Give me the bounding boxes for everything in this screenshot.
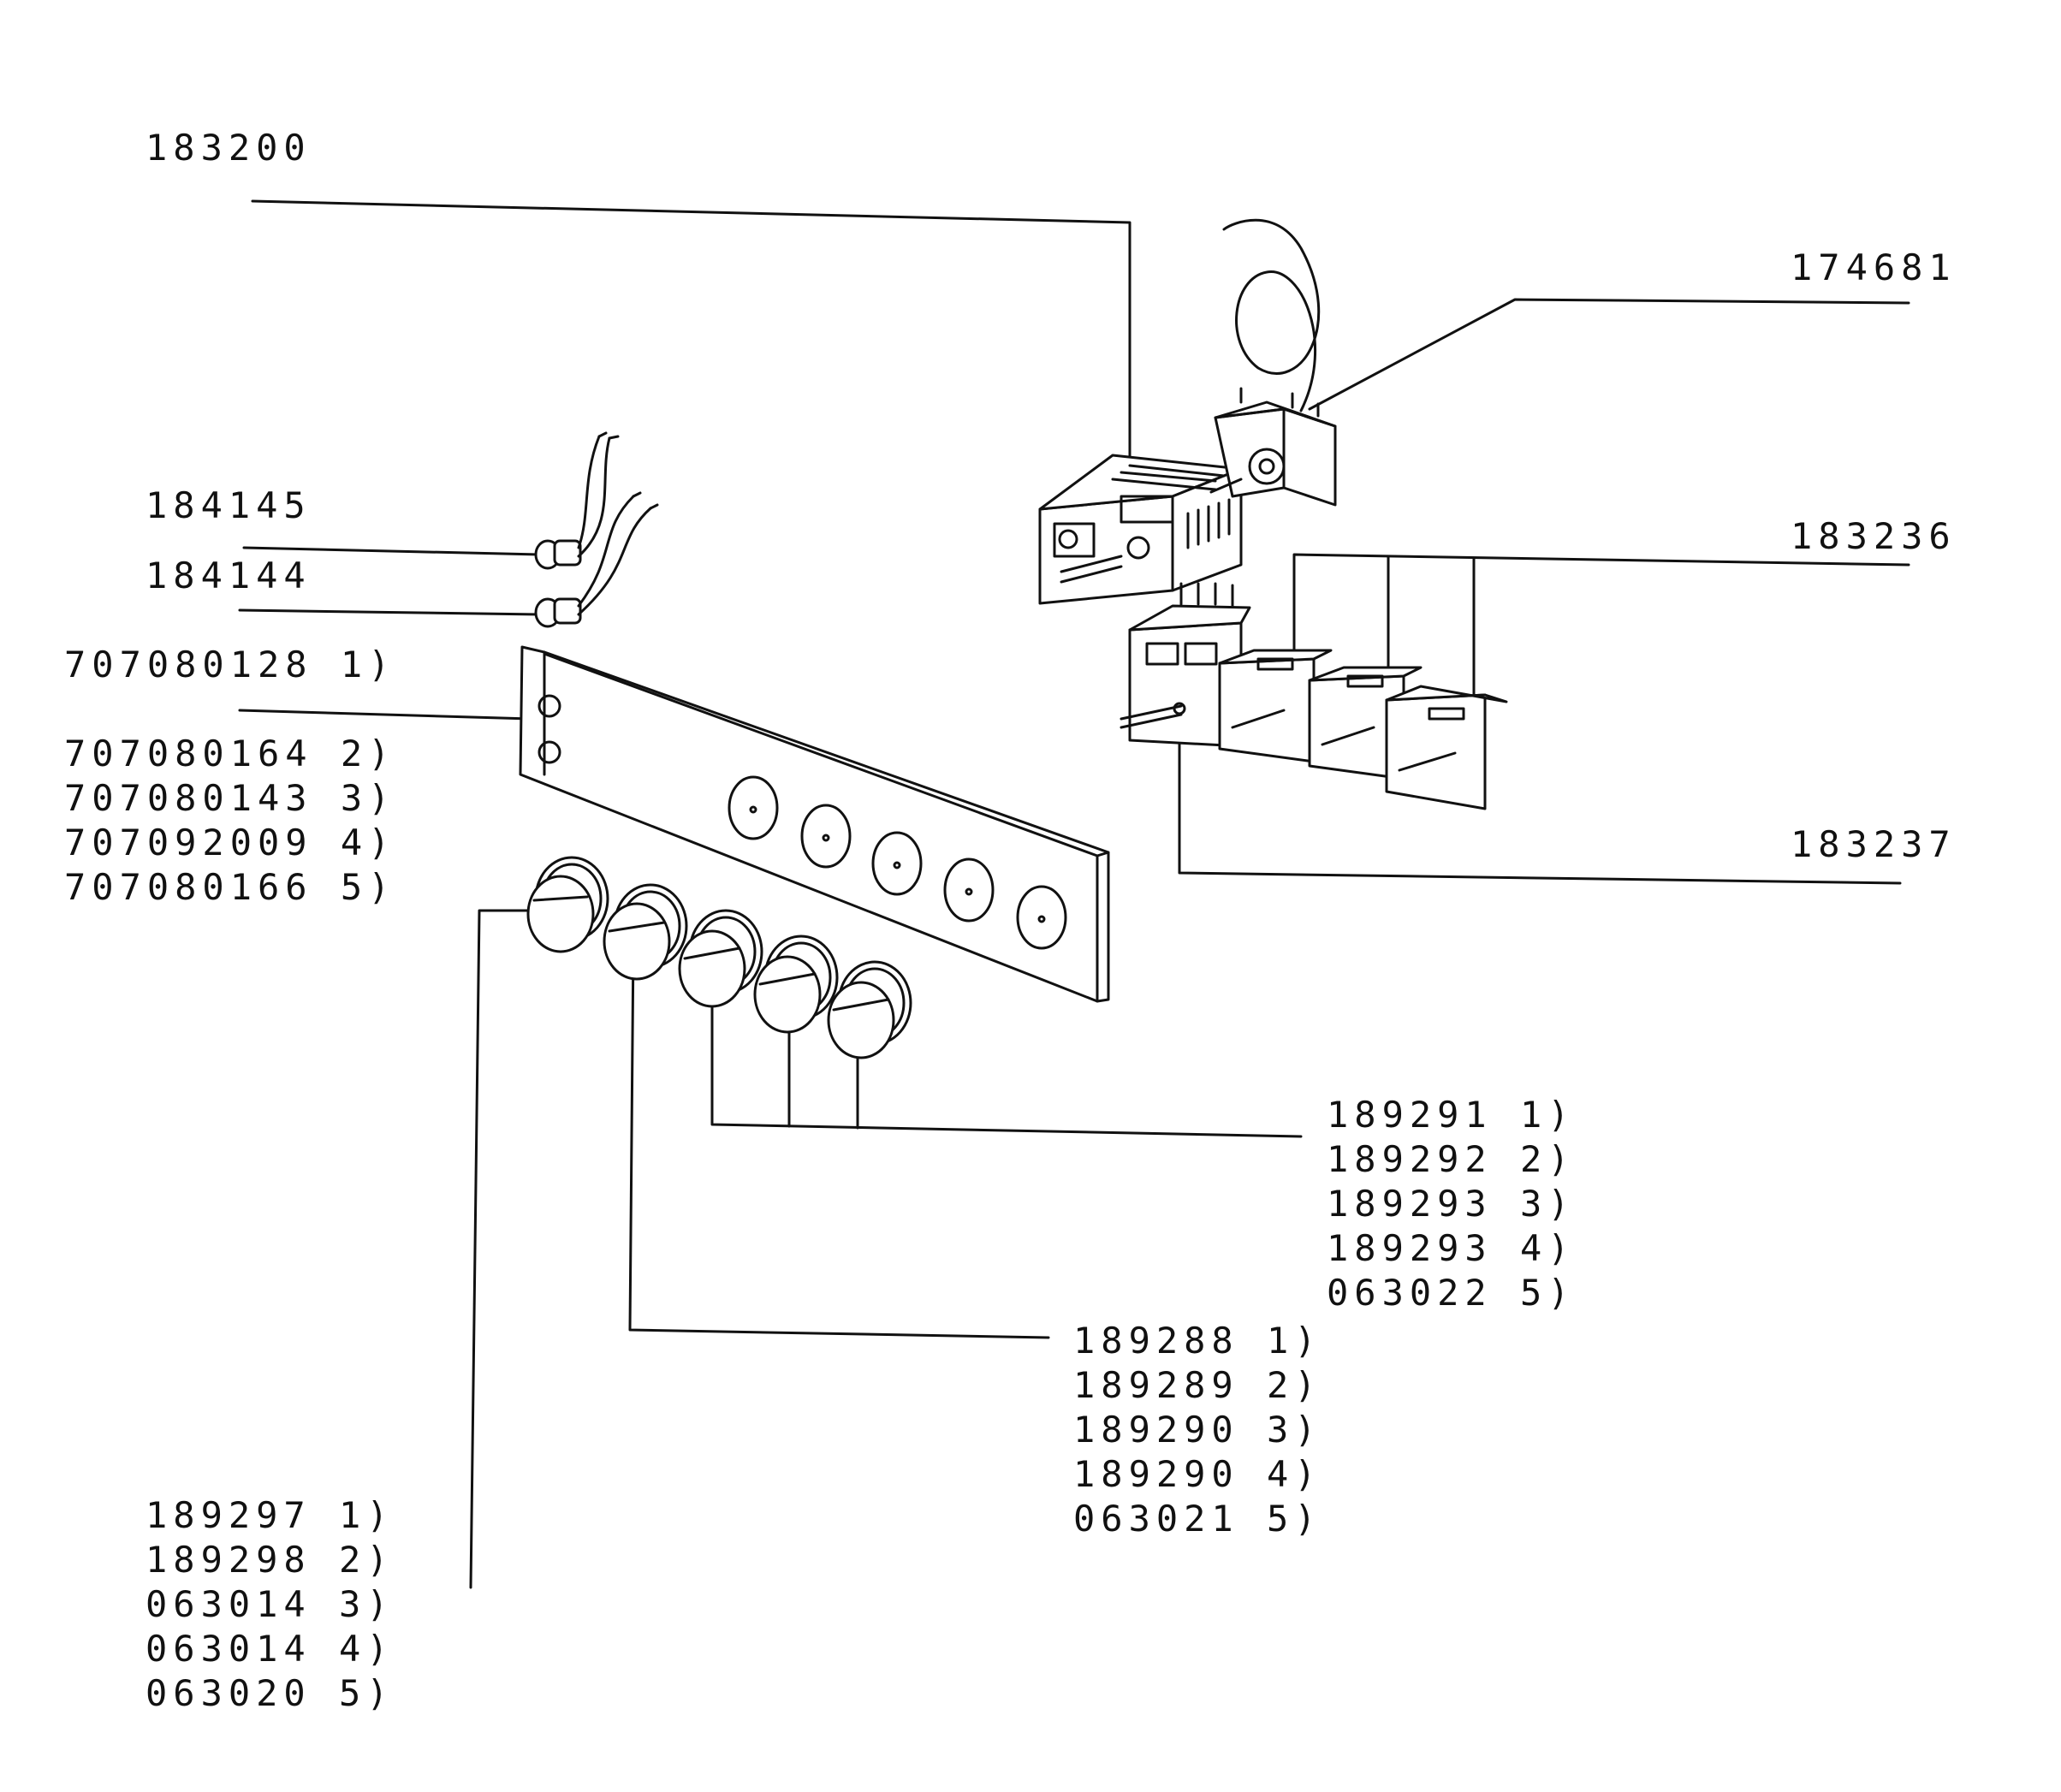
knob-a-code-4: 189293 4) xyxy=(1327,1227,1576,1269)
label-183237: 183237 xyxy=(1791,823,1957,865)
knob-group-c-codes: 189297 1) 189298 2) 063014 3) 063014 4) … xyxy=(146,1498,395,1720)
control-panel xyxy=(519,645,1110,1003)
leader-184144 xyxy=(238,608,541,616)
knob-1 xyxy=(526,856,609,953)
knob-c-code-3: 063014 3) xyxy=(146,1583,395,1625)
knob-4 xyxy=(753,935,839,1034)
switch-block xyxy=(1120,582,1508,810)
knob-c-code-4: 063014 4) xyxy=(146,1628,395,1670)
pilot-lamp-lower xyxy=(534,491,659,628)
knob-b-code-2: 189289 2) xyxy=(1073,1364,1322,1406)
knob-3 xyxy=(678,909,763,1008)
knob-b-code-3: 189290 3) xyxy=(1073,1409,1322,1451)
panel-code-4: 707092009 4) xyxy=(64,822,396,863)
panel-code-5: 707080166 5) xyxy=(64,866,396,908)
knob-b-code-4: 189290 4) xyxy=(1073,1453,1322,1495)
panel-code-2: 707080164 2) xyxy=(64,733,396,774)
knob-c-code-2: 189298 2) xyxy=(146,1539,395,1581)
leader-189297 xyxy=(469,909,558,1589)
leader-189288 xyxy=(628,940,1050,1339)
knob-5 xyxy=(827,960,912,1059)
knob-a-code-2: 189292 2) xyxy=(1327,1138,1576,1180)
knob-group-b-codes: 189288 1) 189289 2) 189290 3) 189290 4) … xyxy=(1073,1323,1322,1546)
panel-lamp-hole-2 xyxy=(538,740,561,764)
knob-c-code-1: 189297 1) xyxy=(146,1494,395,1536)
label-184145: 184145 xyxy=(146,484,312,526)
label-184144: 184144 xyxy=(146,555,312,596)
panel-lamp-hole-1 xyxy=(538,694,561,718)
panel-knob-holes xyxy=(728,775,1067,950)
knob-group-a-codes: 189291 1) 189292 2) 189293 3) 189293 4) … xyxy=(1327,1097,1576,1320)
leader-184145 xyxy=(242,546,541,556)
knobs xyxy=(526,856,912,1059)
panel-code-1: 707080128 1) xyxy=(64,644,396,685)
knob-b-code-5: 063021 5) xyxy=(1073,1498,1322,1540)
leader-707080128 xyxy=(238,709,532,721)
pilot-lamp-upper xyxy=(534,431,620,570)
leader-183237 xyxy=(1178,707,1902,885)
label-183236: 183236 xyxy=(1791,515,1957,557)
thermostat xyxy=(1209,218,1337,507)
knob-a-code-3: 189293 3) xyxy=(1327,1183,1576,1225)
leader-183236 xyxy=(1292,553,1910,669)
label-174681: 174681 xyxy=(1791,246,1957,288)
pilot-lamps xyxy=(534,431,659,628)
knob-a-code-5: 063022 5) xyxy=(1327,1272,1576,1314)
leader-183200 xyxy=(251,199,1131,498)
knob-2 xyxy=(603,883,688,981)
knob-b-code-1: 189288 1) xyxy=(1073,1320,1322,1362)
label-183200: 183200 xyxy=(146,127,312,169)
knob-c-code-5: 063020 5) xyxy=(146,1672,395,1714)
panel-code-3: 707080143 3) xyxy=(64,777,396,819)
knob-a-code-1: 189291 1) xyxy=(1327,1094,1576,1136)
leader-174681 xyxy=(1308,298,1910,411)
selector-switch xyxy=(1038,454,1243,605)
leader-189291 xyxy=(710,965,1303,1138)
panel-codes-list: 707080164 2) 707080143 3) 707092009 4) 7… xyxy=(64,736,395,914)
